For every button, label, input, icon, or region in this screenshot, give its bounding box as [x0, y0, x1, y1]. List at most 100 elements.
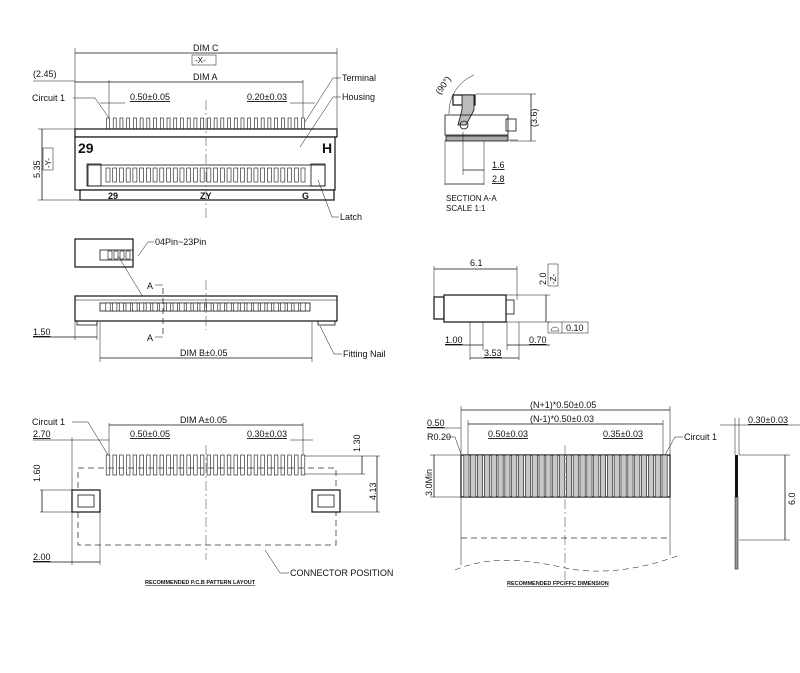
- fpc-finger: [477, 454, 484, 498]
- fpc-finger: [613, 454, 620, 498]
- slot-contact: [253, 167, 259, 183]
- slot-contact: [186, 167, 191, 183]
- dim-b-label: DIM B±0.05: [180, 348, 227, 358]
- fpc-finger: [600, 454, 607, 498]
- terminal-pin: [193, 117, 198, 130]
- terminal-pin: [126, 117, 130, 130]
- slot-contact: [300, 167, 306, 183]
- pcb-pad: [287, 454, 292, 476]
- front-pin: [246, 302, 252, 312]
- pcb-pad: [267, 454, 272, 476]
- pcb-pad: [105, 454, 111, 476]
- angle-label: (90°): [433, 74, 452, 96]
- terminal-label: Terminal: [342, 73, 376, 83]
- slot-contact: [280, 167, 286, 183]
- slot-contacts: [105, 167, 306, 183]
- pcb-pad: [112, 454, 117, 476]
- height-2-0: 2.0: [538, 272, 548, 285]
- width-6-1: 6.1: [470, 258, 483, 268]
- terminal-pin: [119, 117, 124, 130]
- marker-29: 29: [78, 140, 94, 156]
- slot-contact: [159, 167, 165, 183]
- front-pin: [159, 302, 165, 312]
- fpc-finger: [531, 454, 538, 498]
- terminal-pin: [294, 117, 299, 130]
- slot-contact: [125, 167, 131, 183]
- fpc-finger: [627, 454, 634, 498]
- pcb-pad: [132, 454, 137, 476]
- fpc-finger: [593, 454, 600, 498]
- fpc-finger: [641, 454, 648, 498]
- terminal-pin: [301, 117, 305, 130]
- pcb-pad: [166, 454, 171, 476]
- front-pin: [206, 302, 212, 312]
- front-view: 04Pin~23Pin A A 1.50 DIM B±0.05 Fitting …: [33, 237, 386, 362]
- front-pin: [287, 302, 293, 312]
- front-pin: [293, 302, 299, 312]
- section-mark-top: A: [147, 281, 153, 291]
- fpc-title: RECOMMENDED FPC/FFC DIMENSION: [507, 581, 609, 587]
- pcb-title: RECOMMENDED P.C.B PATTERN LAYOUT: [145, 580, 256, 586]
- pcb-pad: [173, 454, 178, 476]
- nail-pad-right: [311, 489, 341, 513]
- fpc-dimension: (N+1)*0.50±0.05 (N-1)*0.50±0.03 0.50 R0.…: [424, 400, 800, 587]
- pcb-pad: [247, 454, 252, 476]
- front-pin: [172, 302, 178, 312]
- slot-contact: [260, 167, 265, 183]
- slot-contact: [287, 167, 292, 183]
- datum-z-label: -Z-: [549, 273, 558, 284]
- slot-contact: [220, 167, 225, 183]
- terminal-pin: [240, 117, 245, 130]
- fpc-finger: [559, 454, 566, 498]
- terminal-pin: [247, 117, 252, 130]
- circuit1-label: Circuit 1: [32, 93, 65, 103]
- pcb-pad: [186, 454, 191, 476]
- pcb-pad: [193, 454, 198, 476]
- terminal-pin: [220, 117, 225, 130]
- fpc-finger: [552, 454, 559, 498]
- slot-contact: [132, 167, 138, 183]
- pcb-pad: [159, 454, 164, 476]
- terminal-pin: [274, 117, 278, 130]
- front-pin: [219, 302, 225, 312]
- pcb-pad: [179, 454, 185, 476]
- front-pin: [139, 302, 145, 312]
- terminal-pin: [139, 117, 144, 130]
- detail-view: [74, 238, 134, 268]
- terminal-pin: [173, 117, 178, 130]
- pcb-pad: [126, 454, 131, 476]
- fpc-finger: [579, 454, 586, 498]
- profile-symbol-icon: [550, 326, 560, 332]
- pcb-pad: [206, 454, 211, 476]
- slot-contact: [139, 167, 144, 183]
- terminal-pin: [159, 117, 164, 130]
- slot-contact: [213, 167, 218, 183]
- fpc-finger: [497, 454, 504, 498]
- section-mark-bottom: A: [147, 333, 153, 343]
- fpc-finger: [511, 454, 518, 498]
- front-pin: [192, 302, 198, 312]
- datum-x-box: [191, 54, 217, 66]
- pcb-pad: [253, 454, 259, 476]
- slot-contact: [199, 167, 205, 183]
- datum-x-label: -X-: [195, 56, 206, 65]
- latch-right: [310, 163, 326, 187]
- fpc-finger: [586, 454, 593, 498]
- slot-contact: [273, 167, 279, 183]
- front-pin: [179, 302, 185, 312]
- pcb-pad: [119, 454, 124, 476]
- front-pin: [300, 302, 306, 312]
- slot-contact: [152, 167, 158, 183]
- pcb-pad: [280, 454, 285, 476]
- pcb-circuit1: Circuit 1: [32, 417, 65, 427]
- front-pin: [125, 302, 131, 312]
- pin-width-label: 0.20±0.03: [247, 92, 287, 102]
- datum-y-label: -Y-: [44, 158, 53, 168]
- bottom-29: 29: [108, 191, 118, 201]
- pcb-pad: [274, 454, 279, 476]
- section-scale: SCALE 1:1: [446, 204, 486, 213]
- terminal-pins: [106, 117, 305, 130]
- ref-2-45: (2.45): [33, 69, 57, 79]
- offset-1-50: 1.50: [33, 327, 51, 337]
